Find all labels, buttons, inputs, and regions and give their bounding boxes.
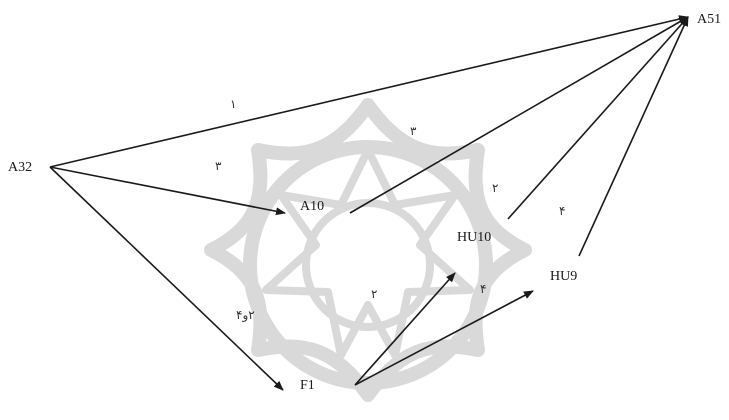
edge-a32-f1: [49, 166, 284, 391]
edge-a32-a10: [49, 166, 286, 216]
edge-label-f1-hu10: ٢: [371, 287, 377, 301]
node-a32: A32: [8, 160, 32, 175]
edge-a32-a51: [49, 15, 689, 168]
node-f1: F1: [300, 378, 315, 393]
edge-label-hu10-a51: ٢: [492, 181, 498, 195]
edge-label-f1-hu9: ۴: [480, 282, 486, 296]
edge-label-a32-f1: ٢و۴: [236, 308, 255, 323]
edge-f1-hu9: [354, 290, 534, 386]
edge-label-a32-a10: ٣: [215, 159, 222, 173]
edge-label-a10-a51: ٣: [410, 124, 417, 138]
edge-labels: ١ ٣ ٣ ٢ ۴ ٢ ۴ ٢و۴: [215, 97, 565, 323]
edge-f1-hu10: [354, 272, 456, 386]
rosette-watermark: [204, 98, 532, 402]
edge-hu9-a51: [578, 16, 689, 257]
node-hu10: HU10: [457, 230, 491, 245]
edge-label-a32-a51: ١: [230, 97, 236, 111]
edges: [49, 15, 689, 391]
edge-a10-a51: [349, 16, 689, 214]
node-hu9: HU9: [550, 269, 577, 284]
node-a51: A51: [697, 12, 721, 27]
edge-label-hu9-a51: ۴: [559, 204, 565, 218]
node-labels: A51 A32 A10 HU10 HU9 F1: [8, 12, 721, 393]
edge-hu10-a51: [507, 16, 689, 220]
node-a10: A10: [300, 199, 324, 214]
